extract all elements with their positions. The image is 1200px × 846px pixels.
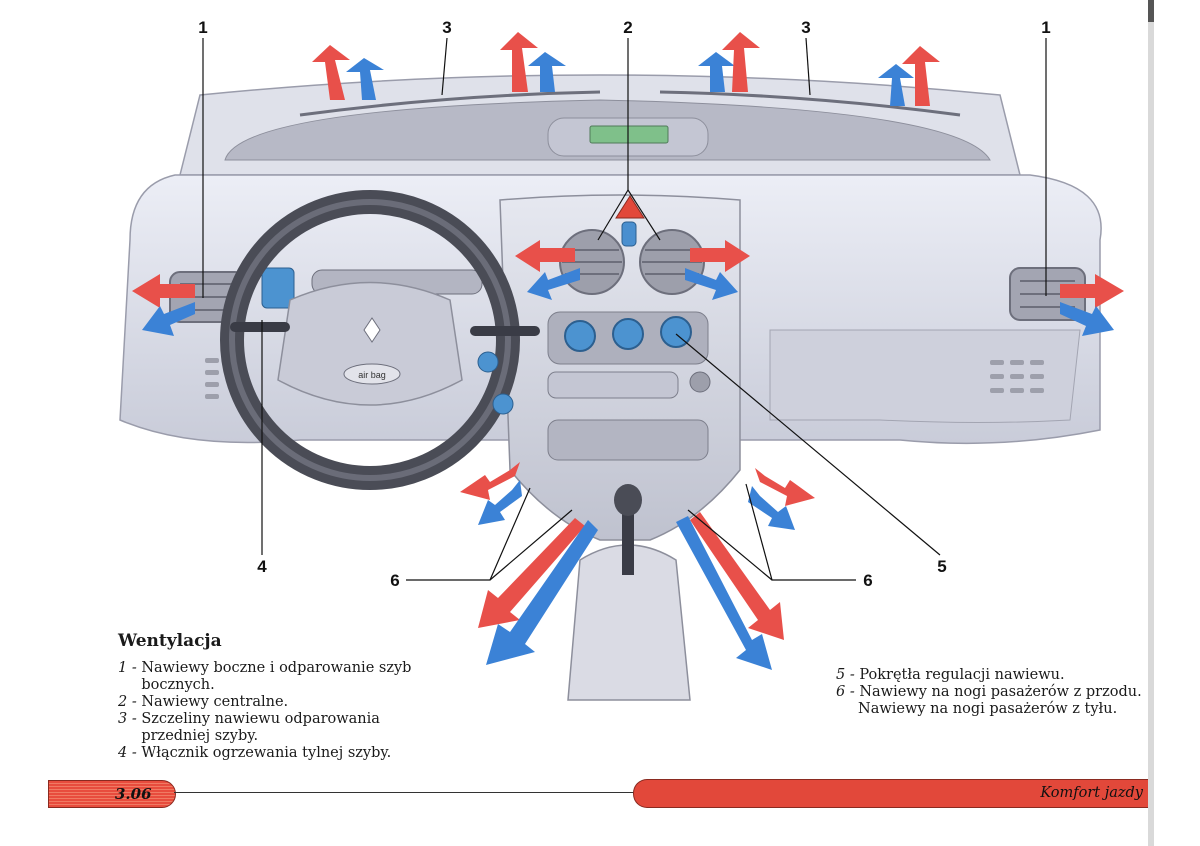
callout-6-left: 6 [390,571,399,590]
legend-number: 2 - [118,694,142,710]
page-number: 3.06 [115,785,152,803]
gear-knob [614,484,642,516]
console-button [689,371,711,393]
left-stalk [230,322,290,332]
page-edge [1148,0,1154,846]
right-stalk [470,326,540,336]
callout-1-right: 1 [1041,18,1050,37]
callout-3-right: 3 [801,18,810,37]
caption-left: Wentylacja 1 - Nawiewy boczne i odparowa… [118,633,448,762]
speaker-grille-left [205,358,219,399]
callout-1-left: 1 [198,18,207,37]
caption-title: Wentylacja [118,631,222,651]
center-display [589,125,669,144]
airflow-arrows-side [132,274,1124,336]
callout-3-left: 3 [442,18,451,37]
glovebox [769,329,1081,423]
legend-number: 1 - [118,660,142,676]
leader-lines [202,37,1047,581]
callout-2: 2 [623,18,632,37]
legend-item-4: 4 - Włącznik ogrzewania tylnej szyby. [118,745,448,762]
gear-boot [567,544,691,701]
legend-item-5: 5 - Pokrętła regulacji nawiewu. [836,667,1156,684]
airbag-badge [343,363,401,385]
airflow-arrows-center [515,240,750,300]
center-switch [621,221,637,247]
airflow-arrows-footwell [460,462,815,670]
control-knob-1 [564,320,596,352]
callout-4: 4 [257,557,267,576]
legend-text: Nawiewy centralne. [141,694,289,710]
gear-stick [622,505,634,575]
section-tab: Komfort jazdy [633,779,1151,808]
steering-wheel-rim-highlight [229,199,511,481]
section-title: Komfort jazdy [1040,785,1143,801]
legend-number: 6 - [836,684,860,700]
console-tray [547,419,709,461]
callout-6-right: 6 [863,571,872,590]
legend-text: Szczeliny nawiewu odparowania przedniej … [141,711,380,744]
legend-text: Nawiewy boczne i odparowanie szyb boczny… [141,660,412,693]
stalk-button-2 [492,393,514,415]
page-number-tab: 3.06 [48,780,176,808]
steering-wheel-hub [277,281,463,406]
rear-defrost-switch [261,267,295,309]
legend-text: Pokrętła regulacji nawiewu. [859,667,1065,683]
airbag-label: air bag [358,370,386,380]
page-edge-top [1148,0,1154,22]
caption-right: 5 - Pokrętła regulacji nawiewu. 6 - Nawi… [836,667,1156,718]
hazard-button [615,195,645,219]
windshield-defrost-slot-left [299,90,601,117]
legend-item-3: 3 - Szczeliny nawiewu odparowania przedn… [118,711,448,745]
legend-number: 4 - [118,745,142,761]
legend-item-2: 2 - Nawiewy centralne. [118,694,448,711]
callout-5: 5 [937,557,946,576]
speaker-grille-right [990,360,1044,393]
windshield-defrost-slot-right [659,90,961,117]
stalk-button-1 [477,351,499,373]
console-slot [547,371,679,399]
legend-item-6-continuation: Nawiewy na nogi pasażerów z tyłu. [858,701,1118,717]
legend-item-6: 6 - Nawiewy na nogi pasażerów z przodu. [836,684,1156,701]
legend-text: Włącznik ogrzewania tylnej szyby. [141,745,392,761]
legend-text: Nawiewy na nogi pasażerów z przodu. [859,684,1142,700]
footer-divider [174,792,634,793]
brand-logo [363,317,381,343]
control-knob-2 [612,318,644,350]
airflow-arrows-windshield [312,32,940,106]
dashboard-ventilation-diagram: air bag [119,18,1124,701]
legend-item-1: 1 - Nawiewy boczne i odparowanie szyb bo… [118,660,448,694]
legend-number: 5 - [836,667,860,683]
legend-number: 3 - [118,711,142,727]
